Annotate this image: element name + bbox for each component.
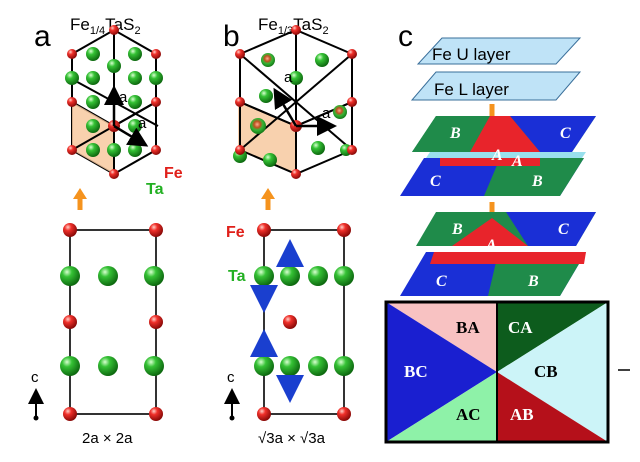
panel-b-formula: Fe1/3TaS2: [258, 15, 329, 37]
box-label-cb: CB: [534, 362, 558, 381]
panel-a-vector-a1-label: a: [119, 89, 128, 106]
panel-b-side-ta-atoms: [254, 266, 354, 376]
domain-label: A: [485, 237, 497, 254]
panel-a-vector-a2-label: a: [138, 115, 147, 132]
fe-upper-layer: [416, 37, 582, 65]
panel-b-ta-label: Ta: [228, 268, 246, 285]
panel-c: c Fe U layer Fe L layer B C A A C B: [384, 20, 630, 444]
panel-a-letter: a: [34, 20, 51, 53]
panel-b-side-view: [250, 223, 354, 421]
panel-c-letter: c: [398, 20, 413, 53]
domain-label: A: [491, 147, 503, 164]
panel-b-fe-label: Fe: [226, 224, 245, 241]
domain-box: BA CA BC CB AC AB: [384, 300, 610, 444]
panel-b-c-axis-label: c: [227, 369, 235, 386]
fe-lower-layer: [410, 71, 582, 101]
box-label-ab: AB: [510, 405, 534, 424]
panel-b-side-fe-atoms: [257, 223, 351, 421]
panel-b-dipole-arrows: [250, 239, 304, 403]
panel-a-hexagon: a a: [65, 25, 163, 179]
domain-slab-lower: B C A C B: [400, 212, 596, 296]
box-label-ca: CA: [508, 318, 533, 337]
domain-label: B: [531, 173, 543, 190]
panel-b-vector-a1-label: a: [284, 69, 293, 86]
panel-a: a Fe1/4TaS2: [28, 15, 183, 447]
domain-label: C: [436, 273, 447, 290]
panel-a-vector-a2: [113, 124, 149, 147]
panel-b-cell-label: √3a × √3a: [258, 430, 326, 447]
panel-b-vector-a1: [273, 87, 298, 127]
domain-label: B: [449, 125, 461, 142]
panel-a-side-view: [60, 223, 164, 421]
panel-b-vector-a2-label: a: [322, 105, 331, 122]
panel-a-side-ta-atoms: [60, 266, 164, 376]
panel-b: b Fe1/3TaS2: [223, 15, 357, 447]
fe-upper-layer-label: Fe U layer: [432, 45, 511, 64]
domain-label: A: [511, 153, 523, 170]
domain-label: B: [527, 273, 539, 290]
domain-label: C: [558, 221, 569, 238]
fe-lower-layer-label: Fe L layer: [434, 80, 509, 99]
domain-label: B: [451, 221, 463, 238]
domain-label: C: [430, 173, 441, 190]
panel-a-formula: Fe1/4TaS2: [70, 15, 141, 37]
panel-b-hexagon: a a: [233, 25, 357, 179]
box-label-ac: AC: [456, 405, 481, 424]
panel-a-fe-label: Fe: [164, 165, 183, 182]
panel-a-side-fe-atoms: [63, 223, 163, 421]
domain-slab-upper: B C A A C B: [400, 116, 596, 196]
panel-a-ta-label: Ta: [146, 181, 164, 198]
panel-a-cell-label: 2a × 2a: [82, 430, 133, 447]
panel-a-fe-atoms: [67, 25, 161, 179]
domain-label: C: [560, 125, 571, 142]
box-label-ba: BA: [456, 318, 480, 337]
panel-a-c-axis-label: c: [31, 369, 39, 386]
panel-b-letter: b: [223, 20, 240, 53]
box-label-bc: BC: [404, 362, 428, 381]
